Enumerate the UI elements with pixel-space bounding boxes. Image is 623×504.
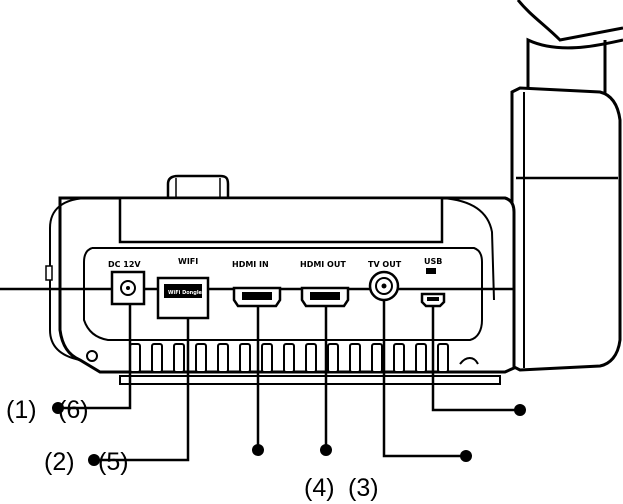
hdmi-in-port <box>232 286 282 308</box>
callout-1: (1) <box>6 396 37 424</box>
label-hdmi-out: HDMI OUT <box>300 260 346 269</box>
label-usb: USB <box>424 257 442 266</box>
callout-6: (6) <box>58 396 89 424</box>
hdmi-out-port <box>300 286 350 308</box>
label-hdmi-in: HDMI IN <box>232 260 269 269</box>
base-body <box>0 196 516 385</box>
camera-head <box>510 86 622 372</box>
wifi-dongle-label: WiFi Dongle <box>168 290 203 296</box>
dc-jack-port <box>110 270 146 306</box>
tv-out-port <box>368 270 400 302</box>
label-wifi: WIFI <box>178 257 198 266</box>
camera-arm <box>516 0 623 95</box>
callout-5: (5) <box>98 448 129 476</box>
vent-slots <box>129 343 449 373</box>
usb-port <box>420 268 446 308</box>
callout-4: (4) <box>304 474 335 502</box>
callout-3: (3) <box>348 474 379 502</box>
leader-lines <box>58 300 520 462</box>
label-dc-12v: DC 12V <box>108 260 141 269</box>
label-tv-out: TV OUT <box>368 260 402 269</box>
callout-2: (2) <box>44 448 75 476</box>
leader-dots <box>52 402 526 466</box>
top-knob <box>166 174 230 200</box>
wifi-dongle-port: WiFi Dongle <box>156 276 210 320</box>
